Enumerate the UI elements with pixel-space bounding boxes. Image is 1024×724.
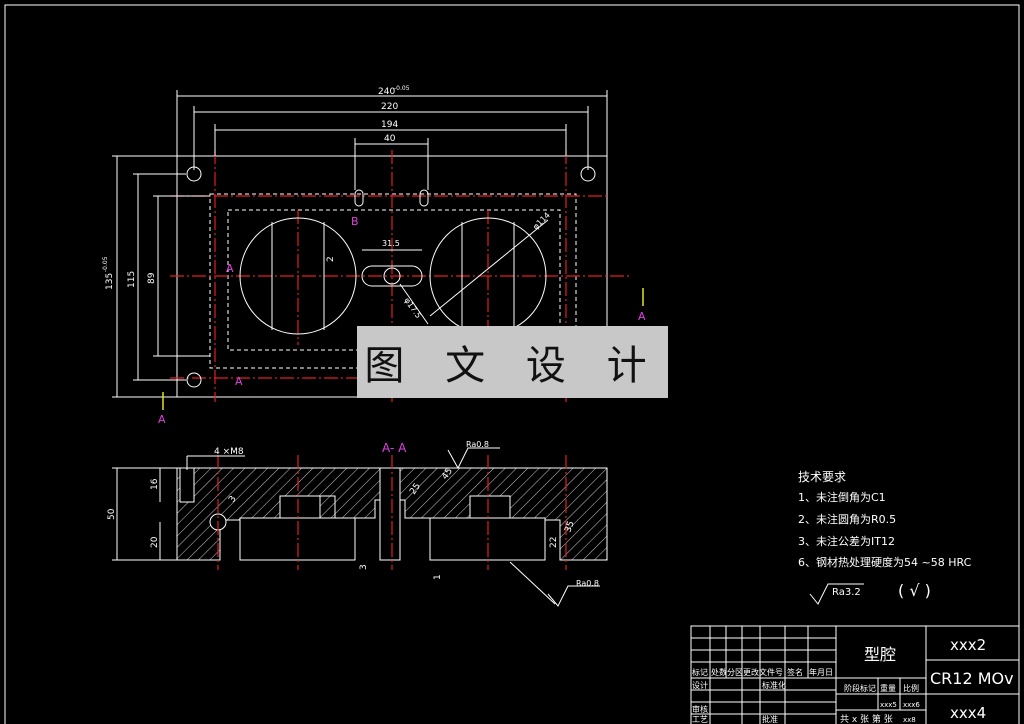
- dim-240-tol: -0.05: [394, 85, 410, 92]
- title-block: 标记 处数 分区 更改文件号 签名 年月日 设计 标准化 审核 工艺 批准 型腔…: [690, 625, 1020, 724]
- section-view: A- A 4 ×M8 50 16 20 3 1 22 35 25 45 3 Ra…: [107, 440, 608, 607]
- label-A-arrow-left: A: [158, 413, 166, 426]
- roughness-note-text: Ra3.2: [832, 587, 861, 598]
- tb-weight: 重量: [880, 683, 896, 693]
- label-B: B: [351, 215, 359, 228]
- tb-col-chushu: 处数: [711, 667, 727, 677]
- tb-weight-val: xxx5: [880, 701, 897, 709]
- dim-40: 40: [384, 134, 396, 144]
- roughness-note-symbol: [809, 583, 864, 605]
- dim-135: 135: [105, 273, 115, 290]
- dim-22: 22: [549, 537, 559, 548]
- dim-240: 240: [378, 87, 395, 97]
- tb-sheet-text: 共 x 张 第 张: [840, 713, 893, 724]
- dia-114-leader: [429, 219, 549, 317]
- tb-approve: 批准: [762, 714, 778, 724]
- slot-right: [419, 189, 429, 207]
- tb-row-review: 审核: [692, 704, 708, 714]
- watermark-banner: 图 文 设 计: [357, 326, 668, 398]
- drawing-border: [4, 4, 1020, 724]
- section-title: A- A: [382, 441, 407, 455]
- tb-col-genggai: 更改文件号: [743, 667, 783, 677]
- label-A-bottom: A: [235, 375, 243, 388]
- left-dimensions: [112, 155, 210, 398]
- roughness-bottom: Ra0.8: [509, 561, 600, 607]
- tech-requirements: 技术要求 1、未注倒角为C1 2、未注圆角为R0.5 3、未注公差为IT12 6…: [798, 470, 972, 605]
- tb-code-top: xxx2: [950, 636, 986, 654]
- section-bolt-hole: [179, 467, 195, 503]
- corner-hole-bl: [186, 372, 202, 388]
- tb-std: 标准化: [762, 680, 786, 690]
- dim-220: 220: [381, 102, 398, 112]
- tb-row-process: 工艺: [692, 715, 708, 724]
- tech-item-3: 3、未注公差为IT12: [798, 534, 895, 548]
- roughness-top: Ra0.8: [447, 440, 500, 470]
- gate-slot: [361, 265, 423, 287]
- dim-89: 89: [147, 272, 157, 284]
- tb-row-design: 设计: [692, 680, 708, 690]
- dim-dia-17: φ17.5: [402, 296, 423, 320]
- dim-135-tol: -0.05: [102, 256, 109, 272]
- left-cavity-circle: [239, 217, 357, 335]
- label-A-left: A: [226, 262, 234, 275]
- left-circle-hatch: [271, 222, 325, 330]
- tb-code-bottom: xxx4: [950, 704, 986, 722]
- right-circle-hatch: [461, 222, 515, 330]
- svg-text:Ra0.8: Ra0.8: [576, 579, 599, 588]
- dim-2: 2: [326, 256, 336, 262]
- section-step-left: [279, 495, 321, 519]
- tb-sheet-val: xx8: [903, 716, 916, 724]
- tb-material: CR12 MOv: [930, 669, 1014, 688]
- tb-stage: 阶段标记: [844, 683, 876, 693]
- dim-115: 115: [127, 271, 137, 288]
- svg-text:Ra0.8: Ra0.8: [466, 440, 489, 449]
- gate-hole: [383, 267, 401, 285]
- dim-3-diag: 3: [227, 494, 238, 504]
- dim-20: 20: [150, 536, 160, 548]
- tech-item-2: 2、未注圆角为R0.5: [798, 512, 896, 526]
- dim-31-5: 31.5: [382, 239, 400, 248]
- dim-1: 1: [433, 574, 443, 580]
- tb-col-biaoji: 标记: [692, 667, 708, 677]
- dim-16: 16: [150, 478, 160, 490]
- section-gate: [379, 467, 401, 561]
- tb-col-fenqu: 分区: [727, 668, 743, 677]
- slot-left: [354, 189, 364, 207]
- top-dimensions: [176, 90, 608, 190]
- dim-194: 194: [381, 120, 398, 130]
- dia-17-leader: [399, 283, 429, 325]
- tb-scale: 比例: [903, 683, 919, 693]
- tb-part-name: 型腔: [864, 645, 896, 664]
- section-step-right: [469, 495, 511, 519]
- dim-dia-114: φ114: [531, 211, 552, 232]
- tb-col-qianming: 签名: [787, 667, 803, 677]
- tech-heading: 技术要求: [798, 470, 846, 484]
- tb-col-nianyueri: 年月日: [809, 667, 833, 677]
- roughness-note-paren: ( √ ): [898, 581, 931, 600]
- dim-50: 50: [107, 508, 117, 520]
- tb-scale-val: xxx6: [903, 701, 920, 709]
- dim-4xM8: 4 ×M8: [214, 447, 244, 457]
- dim-35: 35: [563, 520, 576, 534]
- tech-item-6: 6、钢材热处理硬度为54 ~58 HRC: [798, 555, 972, 569]
- tech-item-1: 1、未注倒角为C1: [798, 490, 886, 504]
- dim-3: 3: [359, 564, 369, 570]
- label-A-arrow-right: A: [638, 310, 646, 323]
